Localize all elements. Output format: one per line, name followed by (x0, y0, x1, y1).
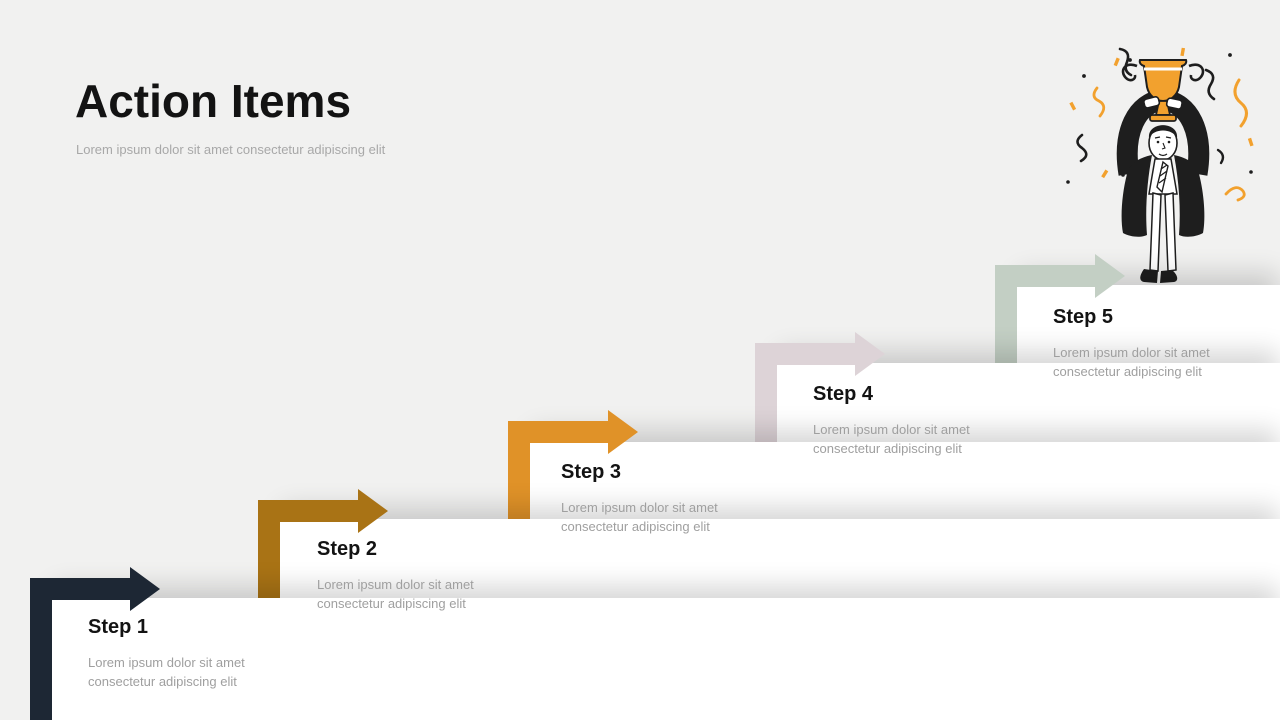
step-5-arrow-icon (995, 254, 1125, 368)
step-2-arrow-icon (258, 489, 388, 603)
step-4-text: Step 4 Lorem ipsum dolor sit amet consec… (813, 383, 1013, 458)
page-title: Action Items (75, 75, 352, 127)
page-subtitle: Lorem ipsum dolor sit amet consectetur a… (76, 142, 386, 157)
man-shirt-tie (1148, 158, 1178, 195)
step-2-title: Step 2 (317, 538, 378, 560)
man-left-hand (1143, 96, 1161, 109)
man-trousers (1149, 192, 1177, 272)
step-4-title: Step 4 (813, 383, 874, 405)
step-5-title: Step 5 (1053, 306, 1114, 328)
step-2-text: Step 2 Lorem ipsum dolor sit amet consec… (317, 538, 517, 613)
step-2-description: Lorem ipsum dolor sit amet consectetur a… (317, 577, 474, 611)
step-3-title: Step 3 (561, 461, 622, 483)
trophy-icon (1121, 59, 1205, 122)
step-1-panel (52, 598, 1280, 720)
step-5-description: Lorem ipsum dolor sit amet consectetur a… (1053, 345, 1210, 379)
step-4-arrow-icon (755, 332, 885, 446)
step-1-text: Step 1 Lorem ipsum dolor sit amet consec… (88, 616, 288, 691)
slide-header: Action Items Lorem ipsum dolor sit amet … (75, 74, 385, 157)
step-1-description: Lorem ipsum dolor sit amet consectetur a… (88, 655, 245, 689)
man-right-hand (1165, 97, 1183, 110)
step-3-arrow-icon (508, 410, 638, 524)
step-5-text: Step 5 Lorem ipsum dolor sit amet consec… (1053, 306, 1253, 381)
man-head (1148, 125, 1178, 161)
trophy-man-illustration (1066, 47, 1254, 283)
step-3-text: Step 3 Lorem ipsum dolor sit amet consec… (561, 461, 761, 536)
man-jacket-left (1121, 155, 1152, 237)
step-4-description: Lorem ipsum dolor sit amet consectetur a… (813, 422, 970, 456)
man-shoes (1140, 269, 1178, 283)
step-3-description: Lorem ipsum dolor sit amet consectetur a… (561, 500, 718, 534)
man-jacket-right (1174, 155, 1205, 237)
step-1-title: Step 1 (88, 616, 149, 638)
step-1-arrow-icon (30, 567, 160, 720)
